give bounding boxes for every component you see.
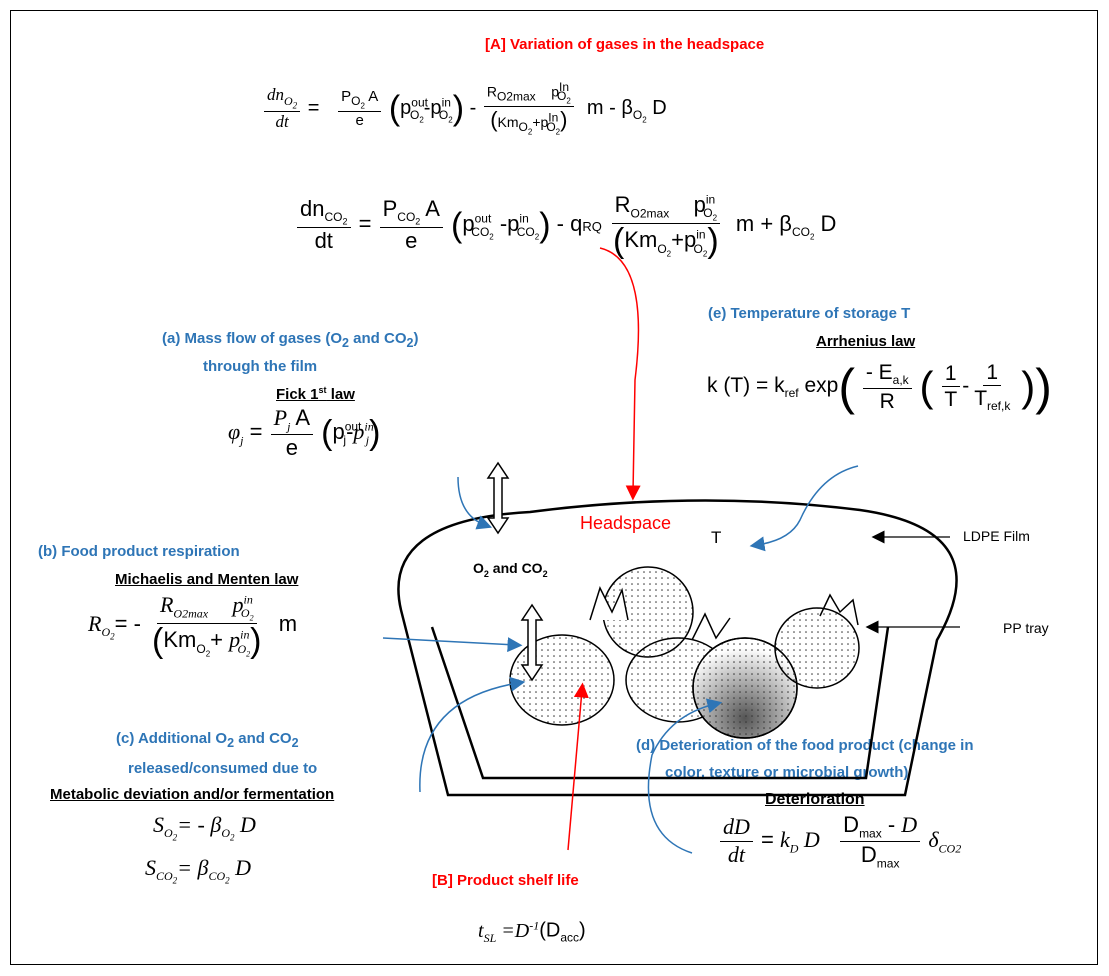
title-variation-gases: [A] Variation of gases in the headspace	[485, 36, 765, 53]
ldpe-film-label: LDPE Film	[963, 528, 1030, 544]
arrow-shelf-life	[567, 682, 589, 851]
strawberries	[509, 566, 860, 739]
arrow-deterioration	[647, 698, 723, 854]
arrow-to-headspace	[599, 247, 641, 501]
equation-s-o2: SO2= - βO2 D	[153, 812, 256, 843]
michaelis-menten-label: Michaelis and Menten law	[115, 571, 299, 588]
section-d-title: (d) Deterioration of the food product (c…	[636, 737, 974, 754]
figure-frame	[10, 10, 1098, 965]
section-c-subtitle: released/consumed due to	[128, 760, 318, 777]
film-gas-exchange-arrow	[486, 461, 510, 535]
arrow-respiration	[382, 637, 523, 653]
metabolic-deviation-label: Metabolic deviation and/or fermentation	[50, 786, 335, 803]
arrow-additional-gases	[419, 676, 526, 793]
equation-s-co2: SCO2= βCO2 D	[145, 855, 252, 886]
arrow-temperature	[749, 465, 859, 552]
fick-law-label: Fick 1st law	[276, 385, 355, 403]
section-e-title: (e) Temperature of storage T	[708, 305, 911, 322]
ldpe-film-dome	[397, 499, 958, 797]
product-gas-exchange-arrow	[520, 603, 544, 682]
section-c-title: (c) Additional O2 and CO2	[116, 730, 299, 750]
equation-shelf-life: tSL =D-1(Dacc)	[478, 918, 586, 945]
arrow-fick-to-film	[457, 476, 493, 530]
gases-label: O2 and CO2	[473, 560, 548, 579]
title-product-shelf-life: [B] Product shelf life	[432, 872, 579, 889]
equation-respiration: RO2= - RO2max pinO2(KmO2+ pinO2) m	[88, 592, 298, 661]
pp-tray-label: PP tray	[1003, 620, 1049, 636]
pp-tray	[430, 626, 890, 780]
section-a-title: (a) Mass flow of gases (O2 and CO2)	[162, 330, 419, 350]
section-a-subtitle: through the film	[203, 358, 318, 375]
arrhenius-law-label: Arrhenius law	[816, 333, 916, 350]
section-b-title: (b) Food product respiration	[38, 543, 240, 560]
headspace-label: Headspace	[580, 513, 672, 533]
temperature-label: T	[711, 528, 722, 547]
